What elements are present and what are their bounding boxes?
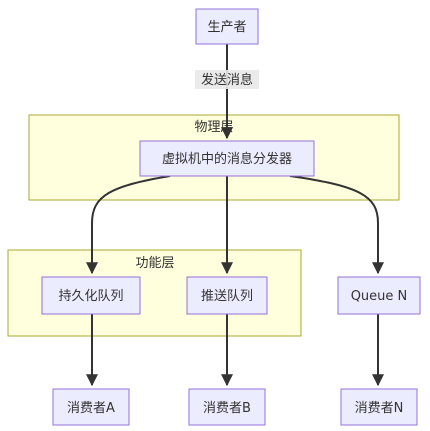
node-persistent-queue: 持久化队列: [41, 276, 141, 315]
cluster-functional-layer-label: 功能层: [135, 256, 174, 271]
node-consumer-n: 消费者N: [340, 388, 418, 426]
edge-dispatcher-to-queue-n: [289, 175, 384, 275]
node-consumer-n-label: 消费者N: [355, 401, 404, 416]
edge-label-send-message-text: 发送消息: [201, 72, 253, 88]
node-persistent-queue-label: 持久化队列: [58, 289, 123, 304]
node-consumer-a-label: 消费者A: [67, 401, 115, 416]
edges: [86, 44, 384, 387]
node-producer: 生产者: [195, 8, 259, 45]
edge-dispatcher-to-persistent-queue: [86, 175, 171, 275]
node-consumer-b-label: 消费者B: [203, 401, 251, 416]
node-push-queue-label: 推送队列: [201, 289, 253, 304]
edge-label-send-message: 发送消息: [195, 70, 259, 89]
node-consumer-a: 消费者A: [52, 388, 130, 426]
node-queue-n-label: Queue N: [351, 289, 408, 304]
node-dispatcher-label: 虚拟机中的消息分发器: [162, 151, 292, 167]
node-push-queue: 推送队列: [186, 276, 268, 315]
node-queue-n: Queue N: [337, 276, 421, 315]
node-producer-label: 生产者: [207, 20, 246, 35]
node-dispatcher: 虚拟机中的消息分发器: [139, 140, 315, 177]
node-consumer-b: 消费者B: [188, 388, 266, 426]
